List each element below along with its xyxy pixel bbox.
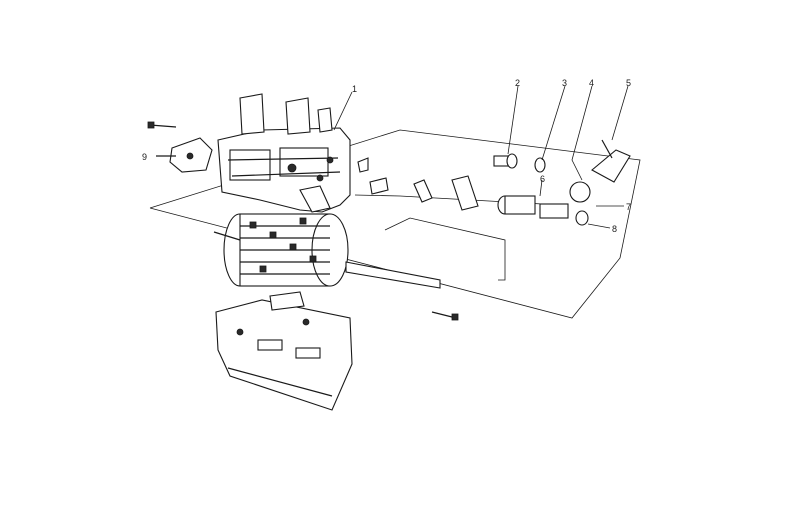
leader-lines <box>333 85 629 229</box>
switch-frame <box>217 93 351 213</box>
callout-3: 3 <box>562 78 567 88</box>
bottom-shell <box>215 291 353 411</box>
callout-5: 5 <box>626 78 631 88</box>
callout-7: 7 <box>626 202 631 212</box>
callout-8: 8 <box>612 224 617 234</box>
callout-1: 1 <box>352 84 357 94</box>
small-clip <box>357 157 389 195</box>
callout-4: 4 <box>589 78 594 88</box>
callout-labels: 1 2 3 4 5 6 7 8 9 <box>142 78 631 234</box>
callout-9: 9 <box>142 152 147 162</box>
shaft-parts <box>413 139 631 226</box>
rotor-drum <box>213 213 459 321</box>
callout-6: 6 <box>540 174 545 184</box>
callout-2: 2 <box>515 78 520 88</box>
side-bracket <box>147 121 213 173</box>
